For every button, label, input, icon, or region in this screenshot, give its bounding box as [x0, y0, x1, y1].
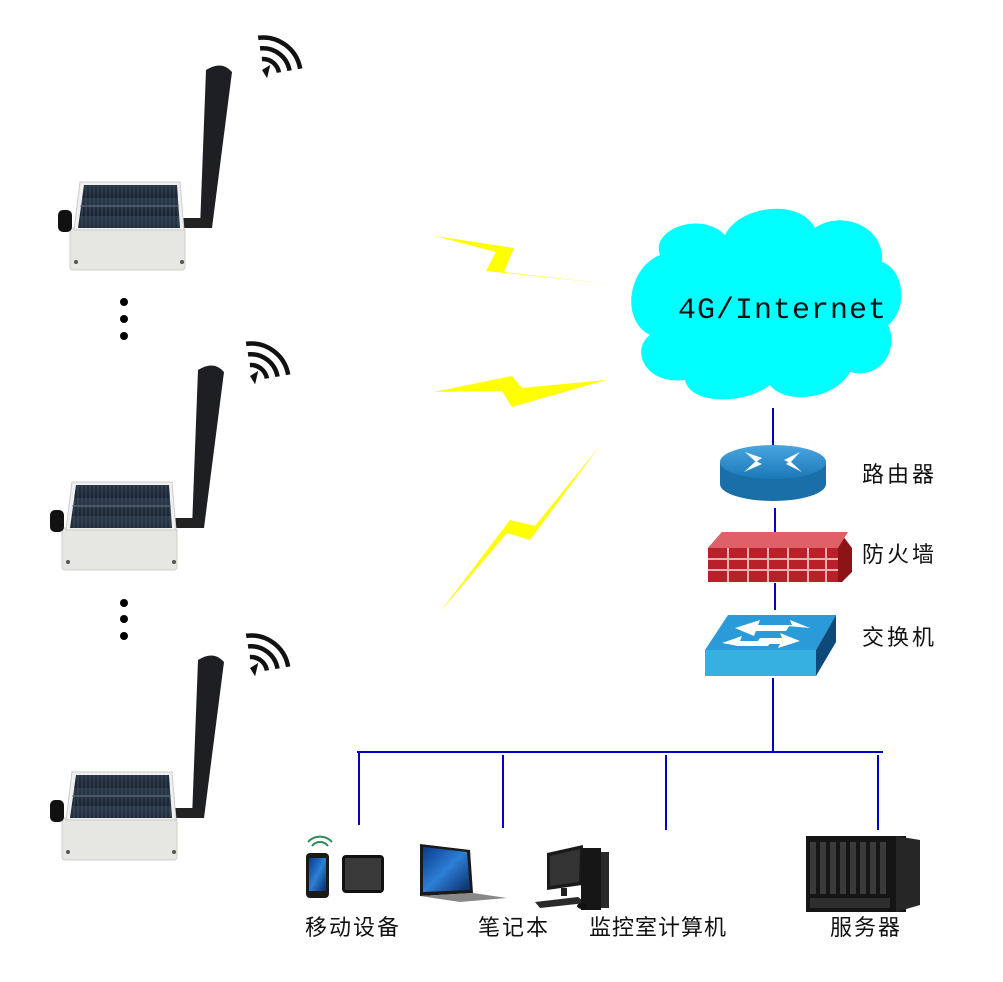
- monitoring-pc-label: 监控室计算机: [589, 916, 727, 941]
- switch-label: 交换机: [862, 626, 937, 651]
- field-sensor-2: [49, 338, 289, 571]
- lightning-icon: [440, 447, 599, 612]
- wifi-small-icon: [307, 835, 333, 847]
- ellipsis-2: [120, 599, 128, 640]
- wireless-link-bolts: [434, 236, 610, 612]
- ellipsis-1: [120, 298, 128, 340]
- server-rack-icon: [806, 836, 920, 912]
- field-sensor-1: [57, 32, 301, 271]
- mobile-devices-label: 移动设备: [305, 916, 401, 941]
- firewall-icon: [708, 532, 852, 582]
- field-sensor-3: [49, 630, 289, 861]
- desktop-computer-icon: [535, 845, 609, 910]
- lightning-icon: [434, 376, 606, 407]
- internet-cloud: 4G/Internet: [631, 208, 902, 400]
- server-label: 服务器: [830, 916, 902, 941]
- laptop-label: 笔记本: [478, 916, 550, 941]
- firewall-label: 防火墙: [862, 543, 937, 568]
- laptop-icon: [420, 844, 507, 902]
- switch-icon: [705, 615, 836, 676]
- wifi-signal-icon: [256, 32, 300, 79]
- router-icon: [720, 445, 826, 501]
- router-label: 路由器: [862, 463, 937, 488]
- lightning-icon: [435, 236, 610, 284]
- wifi-signal-icon: [244, 338, 288, 385]
- mobile-devices-icon: [306, 835, 384, 898]
- cloud-label: 4G/Internet: [678, 294, 887, 328]
- backbone-links: [357, 408, 883, 830]
- wifi-signal-icon: [244, 630, 288, 677]
